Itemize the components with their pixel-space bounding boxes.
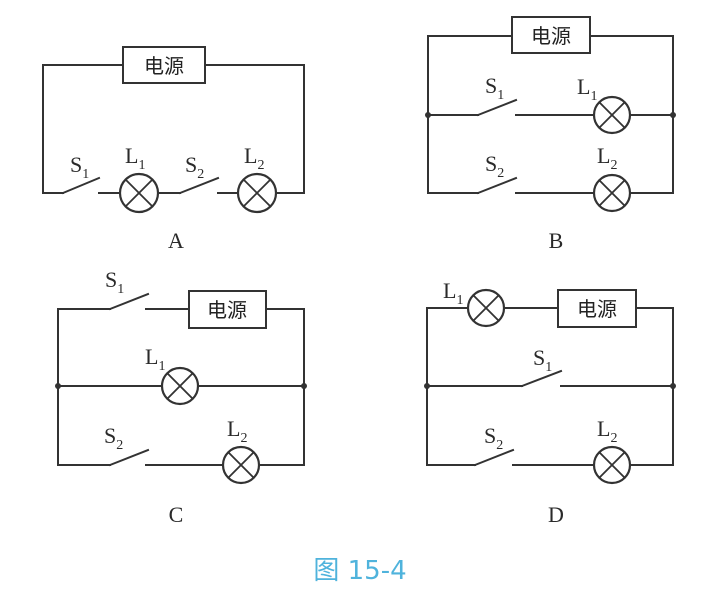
lamp-l2 [592, 445, 632, 485]
lamp-l2 [236, 172, 278, 214]
switch-s2-label: S2 [484, 423, 503, 453]
switch-s1-label: S1 [70, 152, 89, 182]
switch-s2-blade [108, 448, 150, 467]
power-source-label: 电源 [207, 298, 247, 322]
switch-s1-blade [520, 369, 563, 388]
circuit-a: 电源 S1 L1 S2 L2 A [42, 46, 305, 253]
lamp-l1-label: L1 [145, 344, 165, 374]
circuit-d-caption: D [548, 502, 564, 527]
switch-s2-blade [476, 176, 518, 195]
lamp-l2-label: L2 [597, 143, 617, 173]
power-source-label: 电源 [531, 24, 571, 48]
lamp-l2 [221, 445, 261, 485]
circuit-d: 电源 L1 S1 S2 L2 D [424, 278, 676, 527]
power-source: 电源 [557, 289, 637, 328]
power-source-label: 电源 [144, 54, 184, 78]
wire [204, 64, 305, 194]
lamp-l2-label: L2 [227, 416, 247, 446]
figure-caption: 图 15-4 [313, 556, 406, 586]
lamp-l1 [118, 172, 160, 214]
junction-dot [301, 383, 307, 389]
switch-s1-blade [476, 98, 518, 117]
switch-s2-label: S2 [185, 152, 204, 182]
lamp-l2-label: L2 [244, 143, 264, 173]
lamp-l1-label: L1 [125, 143, 145, 173]
wire [42, 64, 124, 194]
lamp-l2 [592, 173, 632, 213]
lamp-l1-label: L1 [577, 74, 597, 104]
lamp-l1 [592, 95, 632, 135]
switch-s1-blade [108, 292, 150, 311]
switch-s2-label: S2 [485, 151, 504, 181]
switch-s1-label: S1 [485, 73, 504, 103]
power-source: 电源 [122, 46, 206, 84]
switch-s1-label: S1 [105, 267, 124, 297]
switch-s2-label: S2 [104, 423, 123, 453]
switch-s1-blade [61, 176, 101, 195]
power-source-label: 电源 [577, 297, 617, 321]
junction-dot [425, 112, 431, 118]
lamp-l2-label: L2 [597, 416, 617, 446]
circuit-c-caption: C [169, 502, 184, 527]
lamp-l1 [466, 288, 506, 328]
junction-dot [55, 383, 61, 389]
junction-dot [670, 112, 676, 118]
circuit-c: 电源 S1 L1 S2 L2 C [55, 267, 307, 527]
circuit-b-caption: B [549, 228, 564, 253]
lamp-l1 [160, 366, 200, 406]
power-source: 电源 [188, 290, 267, 329]
lamp-l1-label: L1 [443, 278, 463, 308]
junction-dot [670, 383, 676, 389]
power-source: 电源 [511, 16, 591, 54]
circuit-b: 电源 S1 L1 S2 L2 B [425, 16, 676, 253]
switch-s2-blade [178, 176, 220, 195]
circuit-a-caption: A [168, 228, 184, 253]
switch-s2-blade [473, 448, 515, 467]
junction-dot [424, 383, 430, 389]
switch-s1-label: S1 [533, 345, 552, 375]
